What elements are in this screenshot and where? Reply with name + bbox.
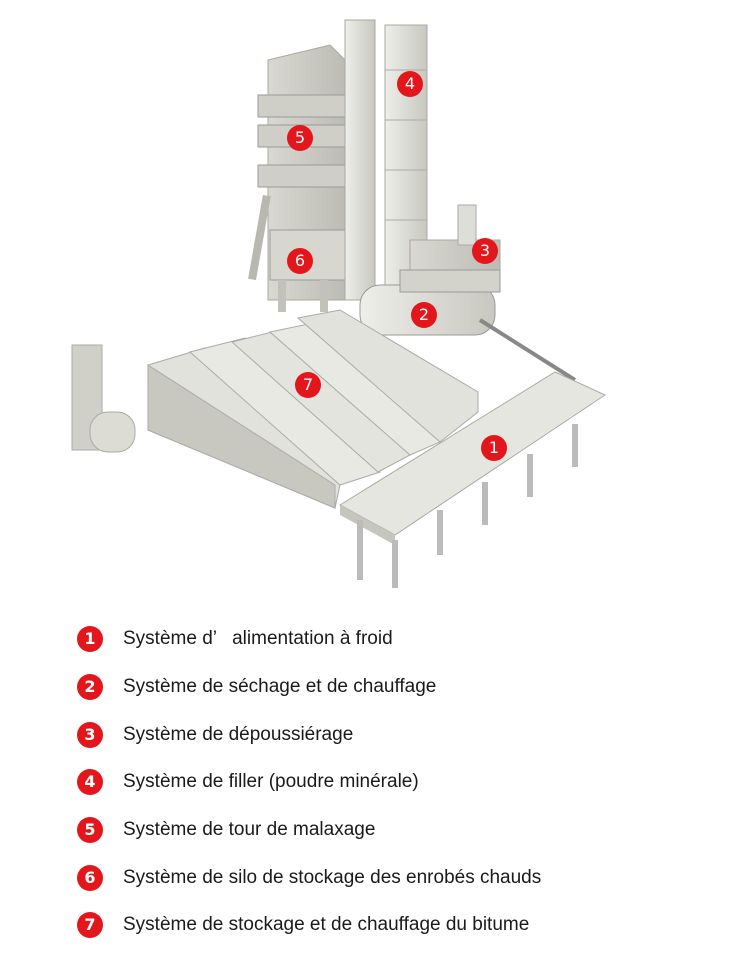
- legend-item: 7 Système de stockage et de chauffage du…: [77, 910, 529, 940]
- marker-1: 1: [481, 435, 507, 461]
- legend-label: Système de stockage et de chauffage du b…: [123, 914, 530, 935]
- cold-feed-bins: [339, 371, 607, 588]
- legend-item: 1 Système d’ alimentation à froid: [77, 624, 393, 654]
- marker-6: 6: [287, 248, 313, 274]
- bucket-elevator: [344, 19, 376, 301]
- marker-2: 2: [411, 302, 437, 328]
- legend-item: 6 Système de silo de stockage des enrobé…: [77, 863, 541, 893]
- plant-drawing: [71, 19, 607, 588]
- legend-label: Système de tour de malaxage: [123, 819, 376, 840]
- mixing-tower: [248, 44, 354, 312]
- legend-label: Système de dépoussiérage: [123, 724, 354, 745]
- marker-4: 4: [397, 71, 423, 97]
- number-badge-icon: 6: [77, 865, 103, 891]
- marker-5: 5: [287, 125, 313, 151]
- number-badge-icon: 7: [77, 912, 103, 938]
- legend-label: Système d’ alimentation à froid: [123, 628, 393, 649]
- legend-item: 2 Système de séchage et de chauffage: [77, 672, 436, 702]
- bitumen-heater: [71, 344, 136, 453]
- legend-item: 5 Système de tour de malaxage: [77, 815, 375, 845]
- number-badge-icon: 4: [77, 769, 103, 795]
- plant-illustration: 1 2 3 4 5 6 7: [71, 19, 607, 588]
- legend-label: Système de silo de stockage des enrobés …: [123, 867, 542, 888]
- number-badge-icon: 3: [77, 722, 103, 748]
- marker-3: 3: [472, 238, 498, 264]
- legend-item: 3 Système de dépoussiérage: [77, 720, 353, 750]
- number-badge-icon: 2: [77, 674, 103, 700]
- legend-label: Système de séchage et de chauffage: [123, 676, 437, 697]
- bitumen-tanks: [147, 309, 479, 509]
- number-badge-icon: 5: [77, 817, 103, 843]
- legend-item: 4 Système de filler (poudre minérale): [77, 767, 419, 797]
- legend-label: Système de filler (poudre minérale): [123, 771, 419, 792]
- number-badge-icon: 1: [77, 626, 103, 652]
- marker-7: 7: [295, 372, 321, 398]
